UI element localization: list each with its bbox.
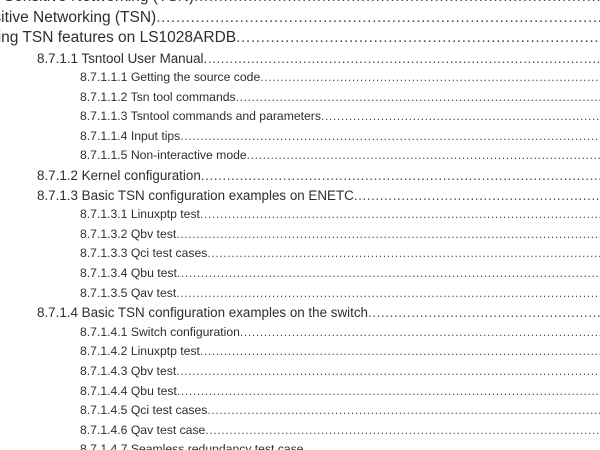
toc-entry-label: 8.7.1.1 Tsntool User Manual bbox=[37, 50, 204, 66]
toc-entry-level-3[interactable]: 8.7.1.1.5 Non-interactive mode..........… bbox=[0, 146, 600, 166]
toc-dot-leader: ........................................… bbox=[176, 266, 600, 281]
toc-entry-level-3[interactable]: 8.7.1.1.1 Getting the source code.......… bbox=[0, 68, 600, 88]
toc-dot-leader: ........................................… bbox=[200, 168, 600, 184]
toc-dot-leader: ........................................… bbox=[353, 187, 600, 203]
toc-entry-level-3[interactable]: 8.7.1.4.2 Linuxptp test ................… bbox=[0, 342, 600, 362]
toc-entry-label: 8.7.1.4.4 Qbu test bbox=[80, 383, 177, 398]
toc-entry-level-2[interactable]: 8.7.1.3 Basic TSN configuration examples… bbox=[0, 186, 600, 206]
toc-dot-leader: ........................................… bbox=[156, 8, 600, 26]
toc-entry-label: 8.7.1.1.2 Tsn tool commands bbox=[80, 89, 236, 104]
toc-dot-leader: ........................................… bbox=[205, 422, 600, 437]
toc-entry-level-3[interactable]: 8.7.1.4.3 Qbv test......................… bbox=[0, 362, 600, 382]
toc-entry-label: 8.7.1 Using TSN features on LS1028ARDB bbox=[0, 29, 237, 46]
toc-entry-level-3[interactable]: 8.7.1.3.4 Qbu test......................… bbox=[0, 264, 600, 284]
toc-entry-label: 8.7.1.3.2 Qbv test bbox=[80, 226, 177, 241]
toc-entry-label: 8.7.1.4.1 Switch configuration bbox=[80, 324, 240, 339]
toc-entry-level-3[interactable]: 8.7.1.1.2 Tsn tool commands.............… bbox=[0, 88, 600, 108]
toc-entry-label: 8.7.1.1.5 Non-interactive mode bbox=[80, 148, 247, 163]
toc-dot-leader: ........................................… bbox=[176, 364, 600, 378]
toc-entry-level-3[interactable]: 8.7.1.3.1 Linuxptp test.................… bbox=[0, 205, 600, 225]
toc-dot-leader: ........................................… bbox=[320, 109, 600, 124]
toc-entry-level-3[interactable]: 8.7.1.1.4 Input tips....................… bbox=[0, 127, 600, 147]
toc-dot-leader: ........................................… bbox=[180, 128, 600, 143]
toc-entry-level-3[interactable]: 8.7.1.1.3 Tsntool commands and parameter… bbox=[0, 107, 600, 127]
toc-entry-level-1[interactable]: 8.7 Time Sensitive Networking (TSN).....… bbox=[0, 0, 600, 8]
toc-entry-label: 8.7.1.4.3 Qbv test bbox=[80, 364, 177, 378]
toc-dot-leader: ........................................… bbox=[246, 148, 600, 163]
toc-entry-label: 8.7.1.4.6 Qav test case bbox=[80, 422, 206, 437]
toc-entry-level-3[interactable]: 8.7.1.3.5 Qav test......................… bbox=[0, 284, 600, 304]
toc-entry-level-3[interactable]: 8.7.1.4.6 Qav test case.................… bbox=[0, 421, 600, 441]
toc-dot-leader: ........................................… bbox=[176, 226, 600, 241]
toc-entry-label: 8.7.1.4.5 Qci test cases bbox=[80, 403, 208, 418]
toc-entry-label: 8.7.1.1.3 Tsntool commands and parameter… bbox=[80, 109, 321, 124]
toc-dot-leader: ........................................… bbox=[236, 29, 600, 46]
toc-entry-label: me Sensitive Networking (TSN) bbox=[0, 8, 157, 26]
toc-dot-leader: ........................................… bbox=[235, 89, 600, 104]
toc-entry-level-2[interactable]: 8.7.1.4 Basic TSN configuration examples… bbox=[0, 303, 600, 323]
toc-dot-leader: ........................................… bbox=[207, 246, 600, 261]
toc-dot-leader: ........................................… bbox=[194, 0, 600, 8]
toc-entry-label: 8.7.1.2 Kernel configuration bbox=[37, 168, 201, 184]
toc-entry-label: 8.7.1.3.4 Qbu test bbox=[80, 266, 177, 281]
toc-entry-label: 8.7.1.1.4 Input tips bbox=[80, 128, 181, 143]
toc-entry-level-3[interactable]: 8.7.1.4.7 Seamless redundancy test case.… bbox=[0, 440, 600, 450]
toc-entry-level-3[interactable]: 8.7.1.4.1 Switch configuration..........… bbox=[0, 323, 600, 343]
toc-entry-level-3[interactable]: 8.7.1.3.2 Qbv test......................… bbox=[0, 225, 600, 245]
toc-dot-leader: ........................................… bbox=[260, 70, 600, 85]
toc-entry-label: 8.7.1.3 Basic TSN configuration examples… bbox=[37, 187, 354, 203]
toc-entry-level-1[interactable]: me Sensitive Networking (TSN)...........… bbox=[0, 8, 600, 29]
toc-entry-level-3[interactable]: 8.7.1.3.3 Qci test cases................… bbox=[0, 244, 600, 264]
toc-entry-label: 8.7 Time Sensitive Networking (TSN) bbox=[0, 0, 194, 8]
toc-entry-label: 8.7.1.4 Basic TSN configuration examples… bbox=[37, 305, 368, 321]
toc-dot-leader: ........................................… bbox=[176, 383, 600, 398]
toc-entry-level-2[interactable]: 8.7.1.1 Tsntool User Manual.............… bbox=[0, 49, 600, 69]
toc-entry-label: 8.7.1.4.2 Linuxptp test bbox=[80, 344, 200, 359]
toc-dot-leader: ........................................… bbox=[203, 50, 600, 66]
toc-dot-leader: ........................................… bbox=[176, 285, 600, 300]
toc-entry-level-3[interactable]: 8.7.1.4.4 Qbu test......................… bbox=[0, 382, 600, 402]
toc-dot-leader: ........................................… bbox=[199, 344, 600, 359]
toc-entry-level-2[interactable]: 8.7.1.2 Kernel configuration............… bbox=[0, 166, 600, 186]
toc-dot-leader: ........................................… bbox=[199, 207, 600, 222]
toc-dot-leader: ........................................… bbox=[367, 305, 600, 321]
toc-entry-label: 8.7.1.3.1 Linuxptp test bbox=[80, 207, 200, 222]
toc-entry-level-1[interactable]: 8.7.1 Using TSN features on LS1028ARDB..… bbox=[0, 28, 600, 49]
toc-entry-label: 8.7.1.3.3 Qci test cases bbox=[80, 246, 208, 261]
toc-entry-label: 8.7.1.1.1 Getting the source code bbox=[80, 70, 261, 85]
toc-entry-level-3[interactable]: 8.7.1.4.5 Qci test cases................… bbox=[0, 401, 600, 421]
toc-dot-leader: ........................................… bbox=[207, 403, 600, 418]
toc-entry-label: 8.7.1.4.7 Seamless redundancy test case bbox=[80, 442, 304, 450]
toc-dot-leader: ........................................… bbox=[303, 442, 600, 450]
toc-entry-label: 8.7.1.3.5 Qav test bbox=[80, 285, 177, 300]
toc-dot-leader: ........................................… bbox=[239, 324, 600, 339]
